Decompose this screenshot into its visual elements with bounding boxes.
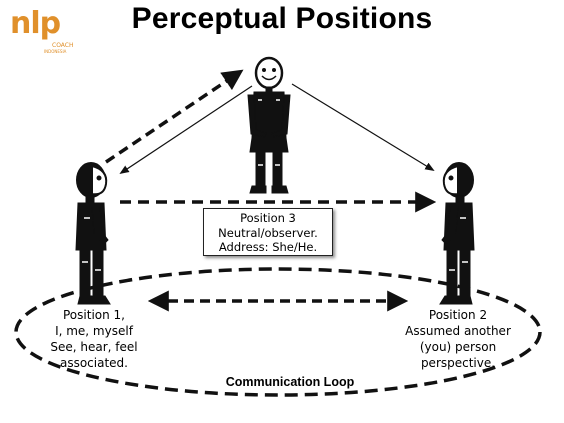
line-p3-to-p1 [119,85,253,175]
communication-loop-label: Communication Loop [225,375,355,389]
position2-line: (you) person [419,340,497,354]
logo-line1: COACH [52,42,74,49]
position1-label: Position 1, I, me, myself See, hear, fee… [36,307,152,371]
page-title: Perceptual Positions [131,2,433,35]
position2-line: Position 2 [428,308,488,322]
position1-line: See, hear, feel [50,340,138,354]
position3-line: Neutral/observer. [218,225,318,240]
line-p3-to-p2 [291,83,435,171]
arrow-p1-to-p3 [105,69,244,164]
position3-box: Position 3 Neutral/observer. Address: Sh… [203,208,333,256]
position3-label: Position 3 Neutral/observer. Address: Sh… [204,211,332,255]
position1-line: associated. [59,356,128,370]
position2-figure [439,162,475,305]
position1-line: I, me, myself [55,324,133,338]
logo-brand-text: nlp [10,6,61,41]
position3-figure [247,56,291,194]
position1-figure [75,162,111,305]
position3-line: Position 3 [240,211,296,225]
position2-line: perspective. [420,356,496,370]
logo-line2: INDONESIA [44,49,67,54]
position2-line: Assumed another [405,324,511,338]
position1-line: Position 1, [63,308,125,322]
position3-line: Address: She/He. [218,240,318,254]
position2-label: Position 2 Assumed another (you) person … [396,307,520,371]
nlp-logo: nlp COACH INDONESIA [10,6,96,54]
communication-loop-ellipse [14,267,542,397]
